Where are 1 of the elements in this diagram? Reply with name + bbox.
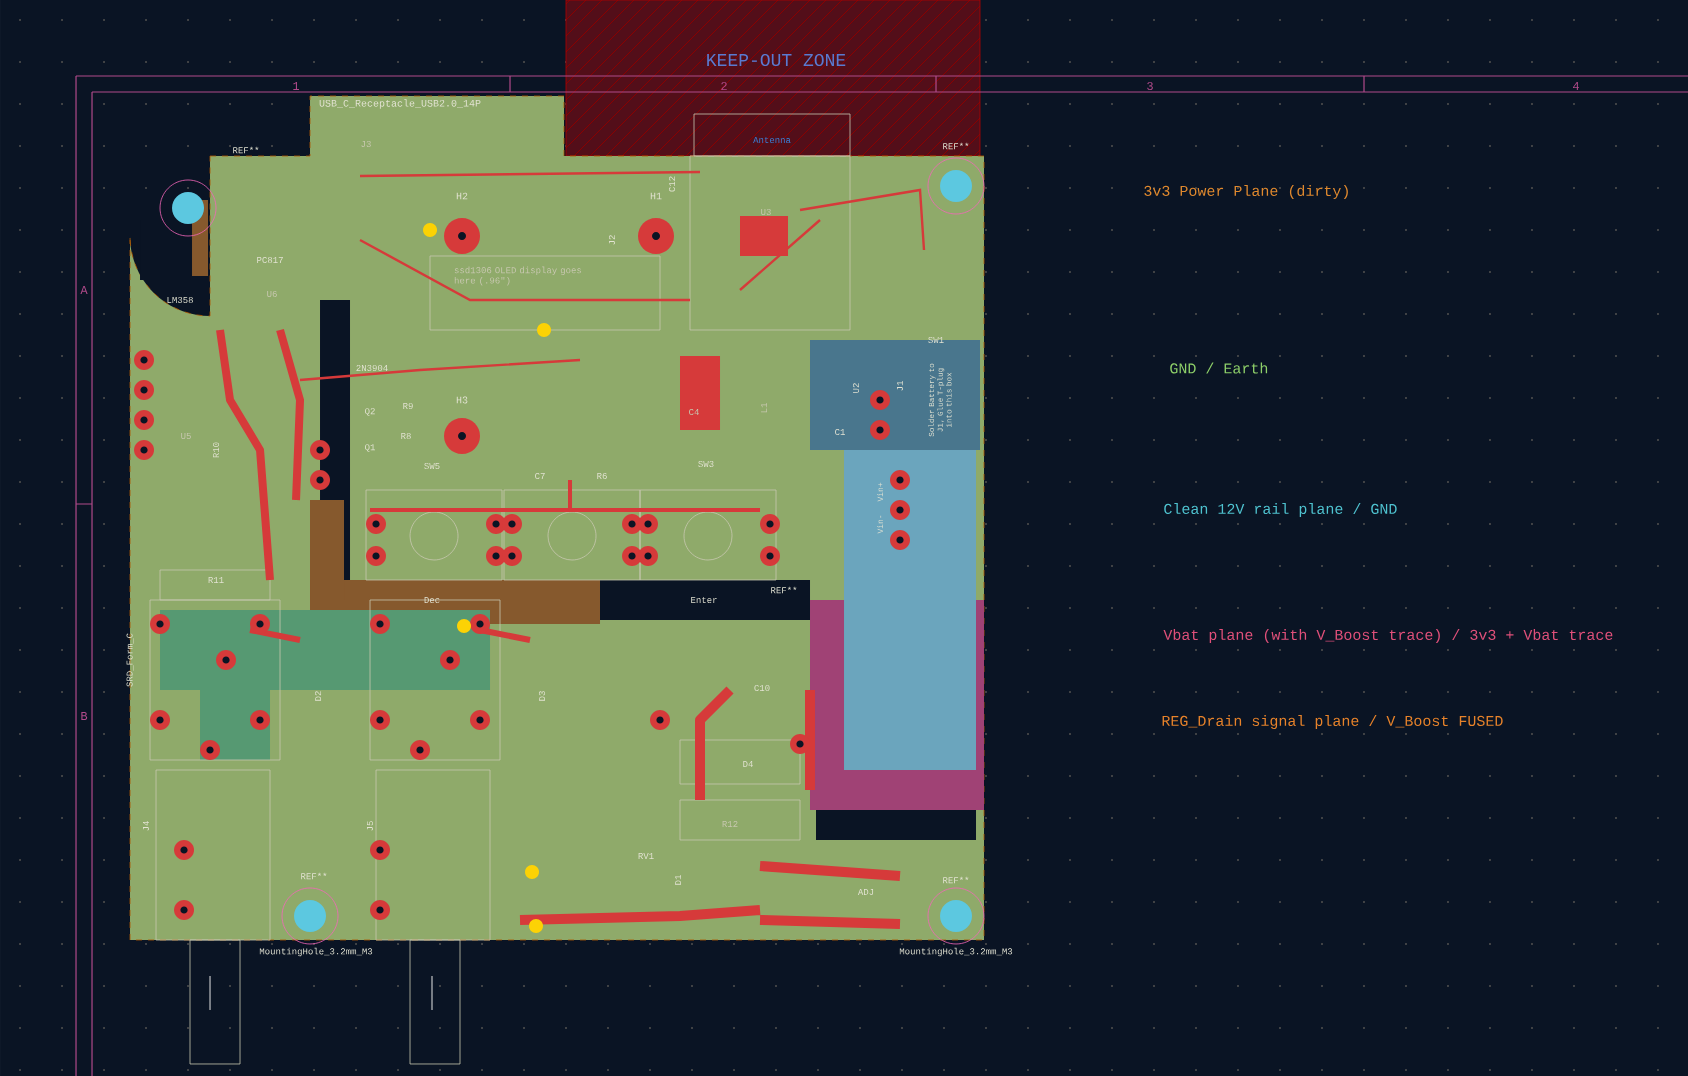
- component-label: KEEP-OUT ZONE: [707, 53, 846, 67]
